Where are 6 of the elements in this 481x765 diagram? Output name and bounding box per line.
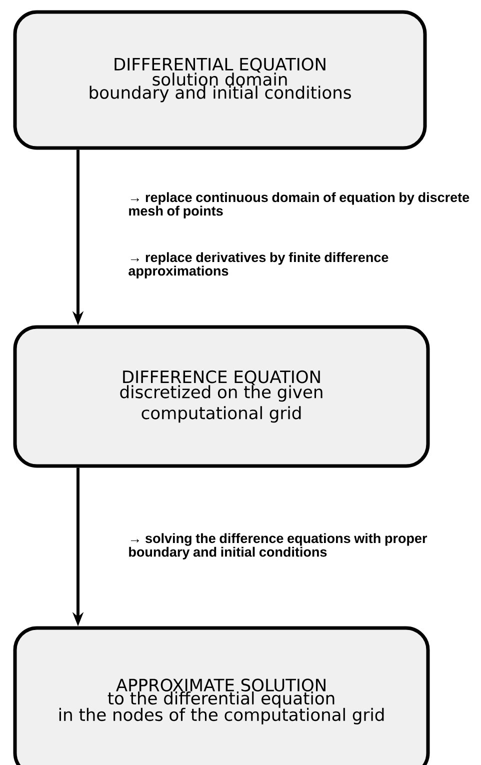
- process-box: APPROXIMATE SOLUTION to the differential equation in the nodes of the computational grid: [13, 626, 430, 765]
- annotation-text: → replace continuous domain of equation by discrete mesh of points: [129, 192, 470, 218]
- process-box: DIFFERENTIAL EQUATION solution domain boundary and initial conditions: [13, 10, 427, 150]
- process-box: DIFFERENCE EQUATION discretized on the given computational grid: [13, 325, 430, 468]
- annotation-text: → solving the difference equations with proper boundary and initial conditions: [129, 533, 428, 560]
- annotation-text: → replace derivatives by finite difference approximations: [128, 252, 388, 278]
